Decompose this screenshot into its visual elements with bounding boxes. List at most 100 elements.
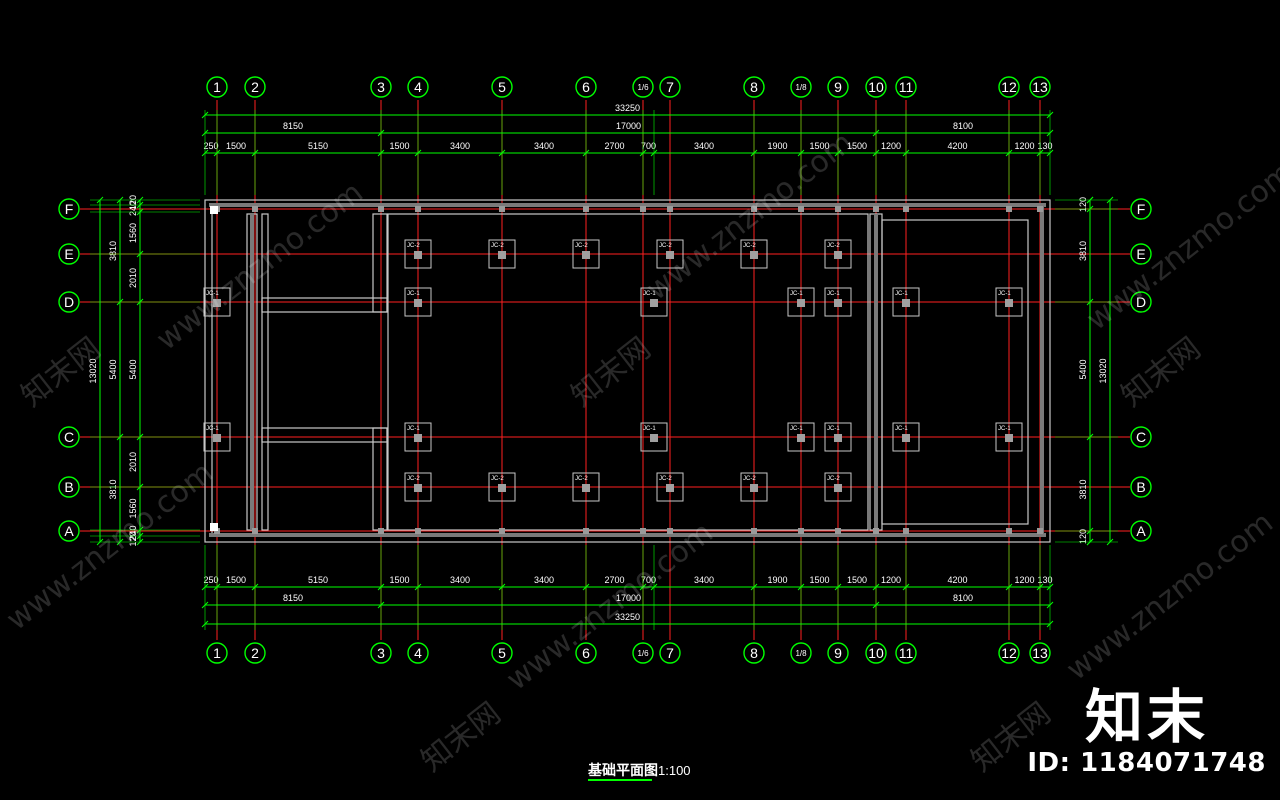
wall-node (1006, 206, 1012, 212)
axis-bubble-circle (1130, 243, 1152, 265)
axis-bubble-circle (865, 76, 887, 98)
footing-outline (404, 239, 432, 269)
footing-outline (995, 287, 1023, 317)
footing-outline (488, 472, 516, 502)
axis-bubble-circle (370, 76, 392, 98)
axis-bubble-left: B (58, 476, 80, 498)
footing-label: JC-1 (827, 426, 840, 432)
outer-wall-outline (204, 199, 1051, 543)
axis-bubble-label: 13 (1032, 645, 1048, 661)
image-id-label: ID: 1184071748 (1027, 748, 1266, 778)
axis-bubble-bottom: 10 (865, 642, 887, 664)
dim-text: 1200 (881, 141, 901, 151)
footing-column (414, 251, 422, 259)
wall-node (499, 206, 505, 212)
axis-bubbles: 1122334455661/61/677881/81/8991010111112… (58, 76, 1152, 664)
footing-column (582, 251, 590, 259)
axis-bubble-label: 11 (899, 645, 914, 661)
dim-text: 2700 (604, 141, 624, 151)
axis-bubble-bottom: 1/6 (632, 642, 654, 664)
dim-text: 120 (128, 195, 138, 210)
footing-jc2: JC-2 (824, 472, 852, 502)
footing-jc1: JC-1 (640, 422, 668, 452)
footing-outline (787, 422, 815, 452)
footing-outline (740, 239, 768, 269)
wall-right-room (881, 219, 1029, 525)
axis-bubble-circle (827, 642, 849, 664)
footing-column (902, 434, 910, 442)
dim-text: 3810 (108, 479, 118, 499)
wall-node (873, 206, 879, 212)
footing-label: JC-2 (491, 243, 504, 249)
wall-node (667, 206, 673, 212)
axis-bubble-circle (632, 76, 654, 98)
axis-bubble-label: A (1136, 523, 1146, 539)
axis-bubble-label: D (64, 294, 74, 310)
axis-bubble-bottom: 6 (575, 642, 597, 664)
footing-column (1005, 299, 1013, 307)
axis-bubble-label: 1 (213, 79, 221, 95)
axis-bubble-circle (1130, 520, 1152, 542)
footing-label: JC-1 (407, 291, 420, 297)
axis-bubble-circle (58, 476, 80, 498)
axis-bubble-circle (575, 642, 597, 664)
axis-bubble-top: 9 (827, 76, 849, 98)
axis-bubble-circle (206, 642, 228, 664)
footing-label: JC-1 (206, 291, 219, 297)
axis-bubble-top: 6 (575, 76, 597, 98)
dim-text: 240 (128, 201, 138, 216)
wall-lower-room-top (261, 427, 388, 443)
dim-text: 33250 (615, 612, 640, 622)
axis-bubble-circle (244, 642, 266, 664)
axis-bubble-label: 11 (899, 79, 914, 95)
footing-jc2: JC-2 (740, 239, 768, 269)
dim-text: 13020 (1098, 358, 1108, 383)
dim-text: 250 (203, 575, 218, 585)
footing-label: JC-2 (575, 243, 588, 249)
axis-bubble-circle (58, 426, 80, 448)
axis-bubble-label: A (64, 523, 74, 539)
dim-text: 5150 (308, 575, 328, 585)
footing-label: JC-1 (407, 426, 420, 432)
footing-jc1: JC-1 (892, 422, 920, 452)
wall-node (835, 206, 841, 212)
footing-column (498, 484, 506, 492)
axis-bubble-bottom: 5 (491, 642, 513, 664)
dim-text: 1500 (809, 575, 829, 585)
axis-bubble-circle (1029, 76, 1051, 98)
footing-outline (640, 422, 668, 452)
dim-text: 2010 (128, 452, 138, 472)
footing-label: JC-2 (659, 243, 672, 249)
footing-outline (892, 287, 920, 317)
footing-column (414, 484, 422, 492)
wall-node (798, 206, 804, 212)
footing-column (750, 484, 758, 492)
dim-text: 1500 (847, 141, 867, 151)
axis-bubble-circle (58, 291, 80, 313)
dim-text: 3810 (1078, 241, 1088, 261)
axis-bubble-label: 13 (1032, 79, 1048, 95)
wall-node (378, 206, 384, 212)
footing-jc2: JC-2 (572, 239, 600, 269)
footing-column (834, 434, 842, 442)
dim-text: 1500 (809, 141, 829, 151)
dim-text: 130 (1037, 575, 1052, 585)
footing-outline (404, 422, 432, 452)
dim-text: 700 (641, 141, 656, 151)
axis-bubble-label: 9 (834, 645, 842, 661)
axis-bubble-label: 4 (414, 645, 422, 661)
axis-bubble-right: A (1130, 520, 1152, 542)
footing-column (797, 434, 805, 442)
wall-node (1006, 528, 1012, 534)
wall-node (378, 528, 384, 534)
wall-node (873, 528, 879, 534)
footing-label: JC-1 (998, 426, 1011, 432)
axis-bubble-circle (659, 76, 681, 98)
footing-jc2: JC-2 (740, 472, 768, 502)
axis-bubble-left: D (58, 291, 80, 313)
wall-node (835, 528, 841, 534)
axis-bubble-circle (998, 642, 1020, 664)
